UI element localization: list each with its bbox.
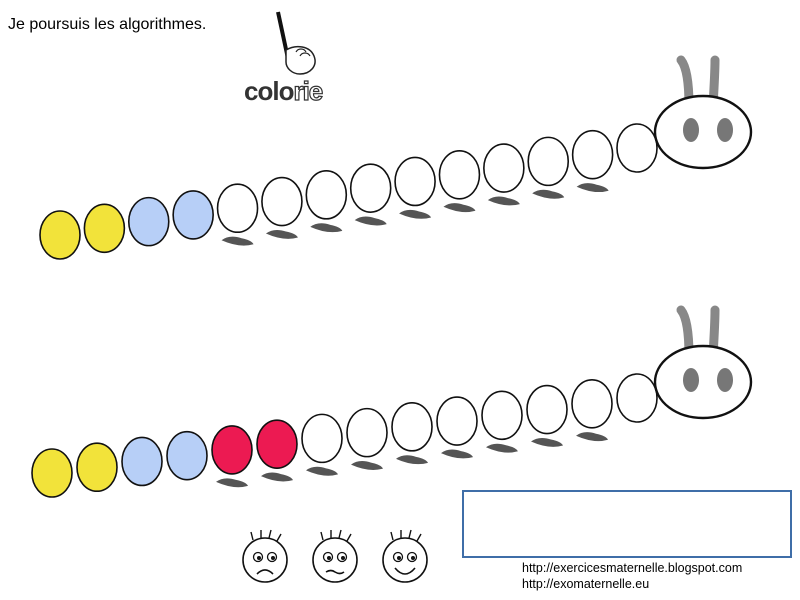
body-segment[interactable] — [616, 373, 658, 423]
eye-icon — [717, 118, 733, 142]
eye-icon — [683, 368, 699, 392]
body-segment[interactable] — [436, 396, 478, 446]
eye-icon — [717, 368, 733, 392]
body-segment[interactable] — [349, 163, 392, 213]
body-segment[interactable] — [83, 203, 126, 254]
leg-mark — [532, 189, 565, 199]
body-segment[interactable] — [571, 129, 614, 180]
body-segment[interactable] — [481, 390, 523, 441]
body-segment[interactable] — [301, 413, 343, 464]
leg-mark — [576, 183, 609, 193]
caterpillar-head — [653, 94, 753, 170]
answer-box[interactable] — [462, 490, 792, 558]
happy-face-icon — [382, 529, 428, 583]
body-segment[interactable] — [256, 419, 298, 469]
leg-mark — [216, 478, 248, 488]
body-segment[interactable] — [172, 190, 214, 240]
logo-word-b: rie — [293, 75, 324, 106]
leg-mark — [261, 472, 293, 482]
body-segment[interactable] — [616, 123, 658, 173]
leg-mark — [441, 449, 473, 459]
leg-mark — [265, 229, 298, 239]
link-blog[interactable]: http://exercicesmaternelle.blogspot.com — [522, 561, 743, 575]
body-segment[interactable] — [166, 430, 208, 481]
colorie-logo: colorie — [238, 10, 338, 110]
body-segment[interactable] — [121, 436, 163, 487]
leg-mark — [487, 196, 520, 206]
body-segment[interactable] — [76, 442, 118, 493]
leg-mark — [576, 432, 608, 442]
caterpillar-2 — [31, 305, 753, 498]
body-segment[interactable] — [394, 156, 436, 207]
unsure-face-icon — [312, 529, 358, 583]
caterpillar-1 — [39, 55, 753, 260]
body-segment[interactable] — [346, 407, 388, 458]
logo-word-a: colo — [244, 76, 294, 106]
page-title: Je poursuis les algorithmes. — [8, 16, 207, 33]
body-segment[interactable] — [127, 196, 170, 247]
caterpillar-head — [653, 344, 753, 420]
leg-mark — [486, 443, 518, 453]
link-site[interactable]: http://exomaternelle.eu — [522, 577, 650, 591]
body-segment[interactable] — [391, 402, 433, 452]
body-segment[interactable] — [261, 176, 303, 227]
body-segment[interactable] — [526, 384, 568, 435]
leg-mark — [399, 209, 432, 219]
body-segment[interactable] — [483, 143, 525, 193]
self-assessment-faces — [242, 529, 428, 583]
body-segment[interactable] — [305, 170, 348, 220]
leg-mark — [531, 437, 563, 447]
leg-mark — [443, 203, 476, 213]
body-segment[interactable] — [39, 210, 81, 260]
body-segment[interactable] — [527, 136, 570, 187]
sad-face-icon — [242, 529, 288, 583]
leg-mark — [306, 466, 338, 476]
body-segment[interactable] — [571, 378, 613, 429]
leg-mark — [354, 216, 387, 226]
body-segment[interactable] — [31, 448, 73, 498]
leg-mark — [310, 223, 343, 233]
hand-with-pencil-icon — [276, 11, 316, 75]
eye-icon — [683, 118, 699, 142]
leg-mark — [351, 461, 383, 470]
leg-mark — [221, 236, 254, 246]
body-segment[interactable] — [211, 425, 253, 475]
body-segment[interactable] — [438, 149, 481, 200]
leg-mark — [396, 455, 428, 465]
body-segment[interactable] — [216, 183, 259, 234]
links: http://exercicesmaternelle.blogspot.com … — [522, 560, 742, 592]
